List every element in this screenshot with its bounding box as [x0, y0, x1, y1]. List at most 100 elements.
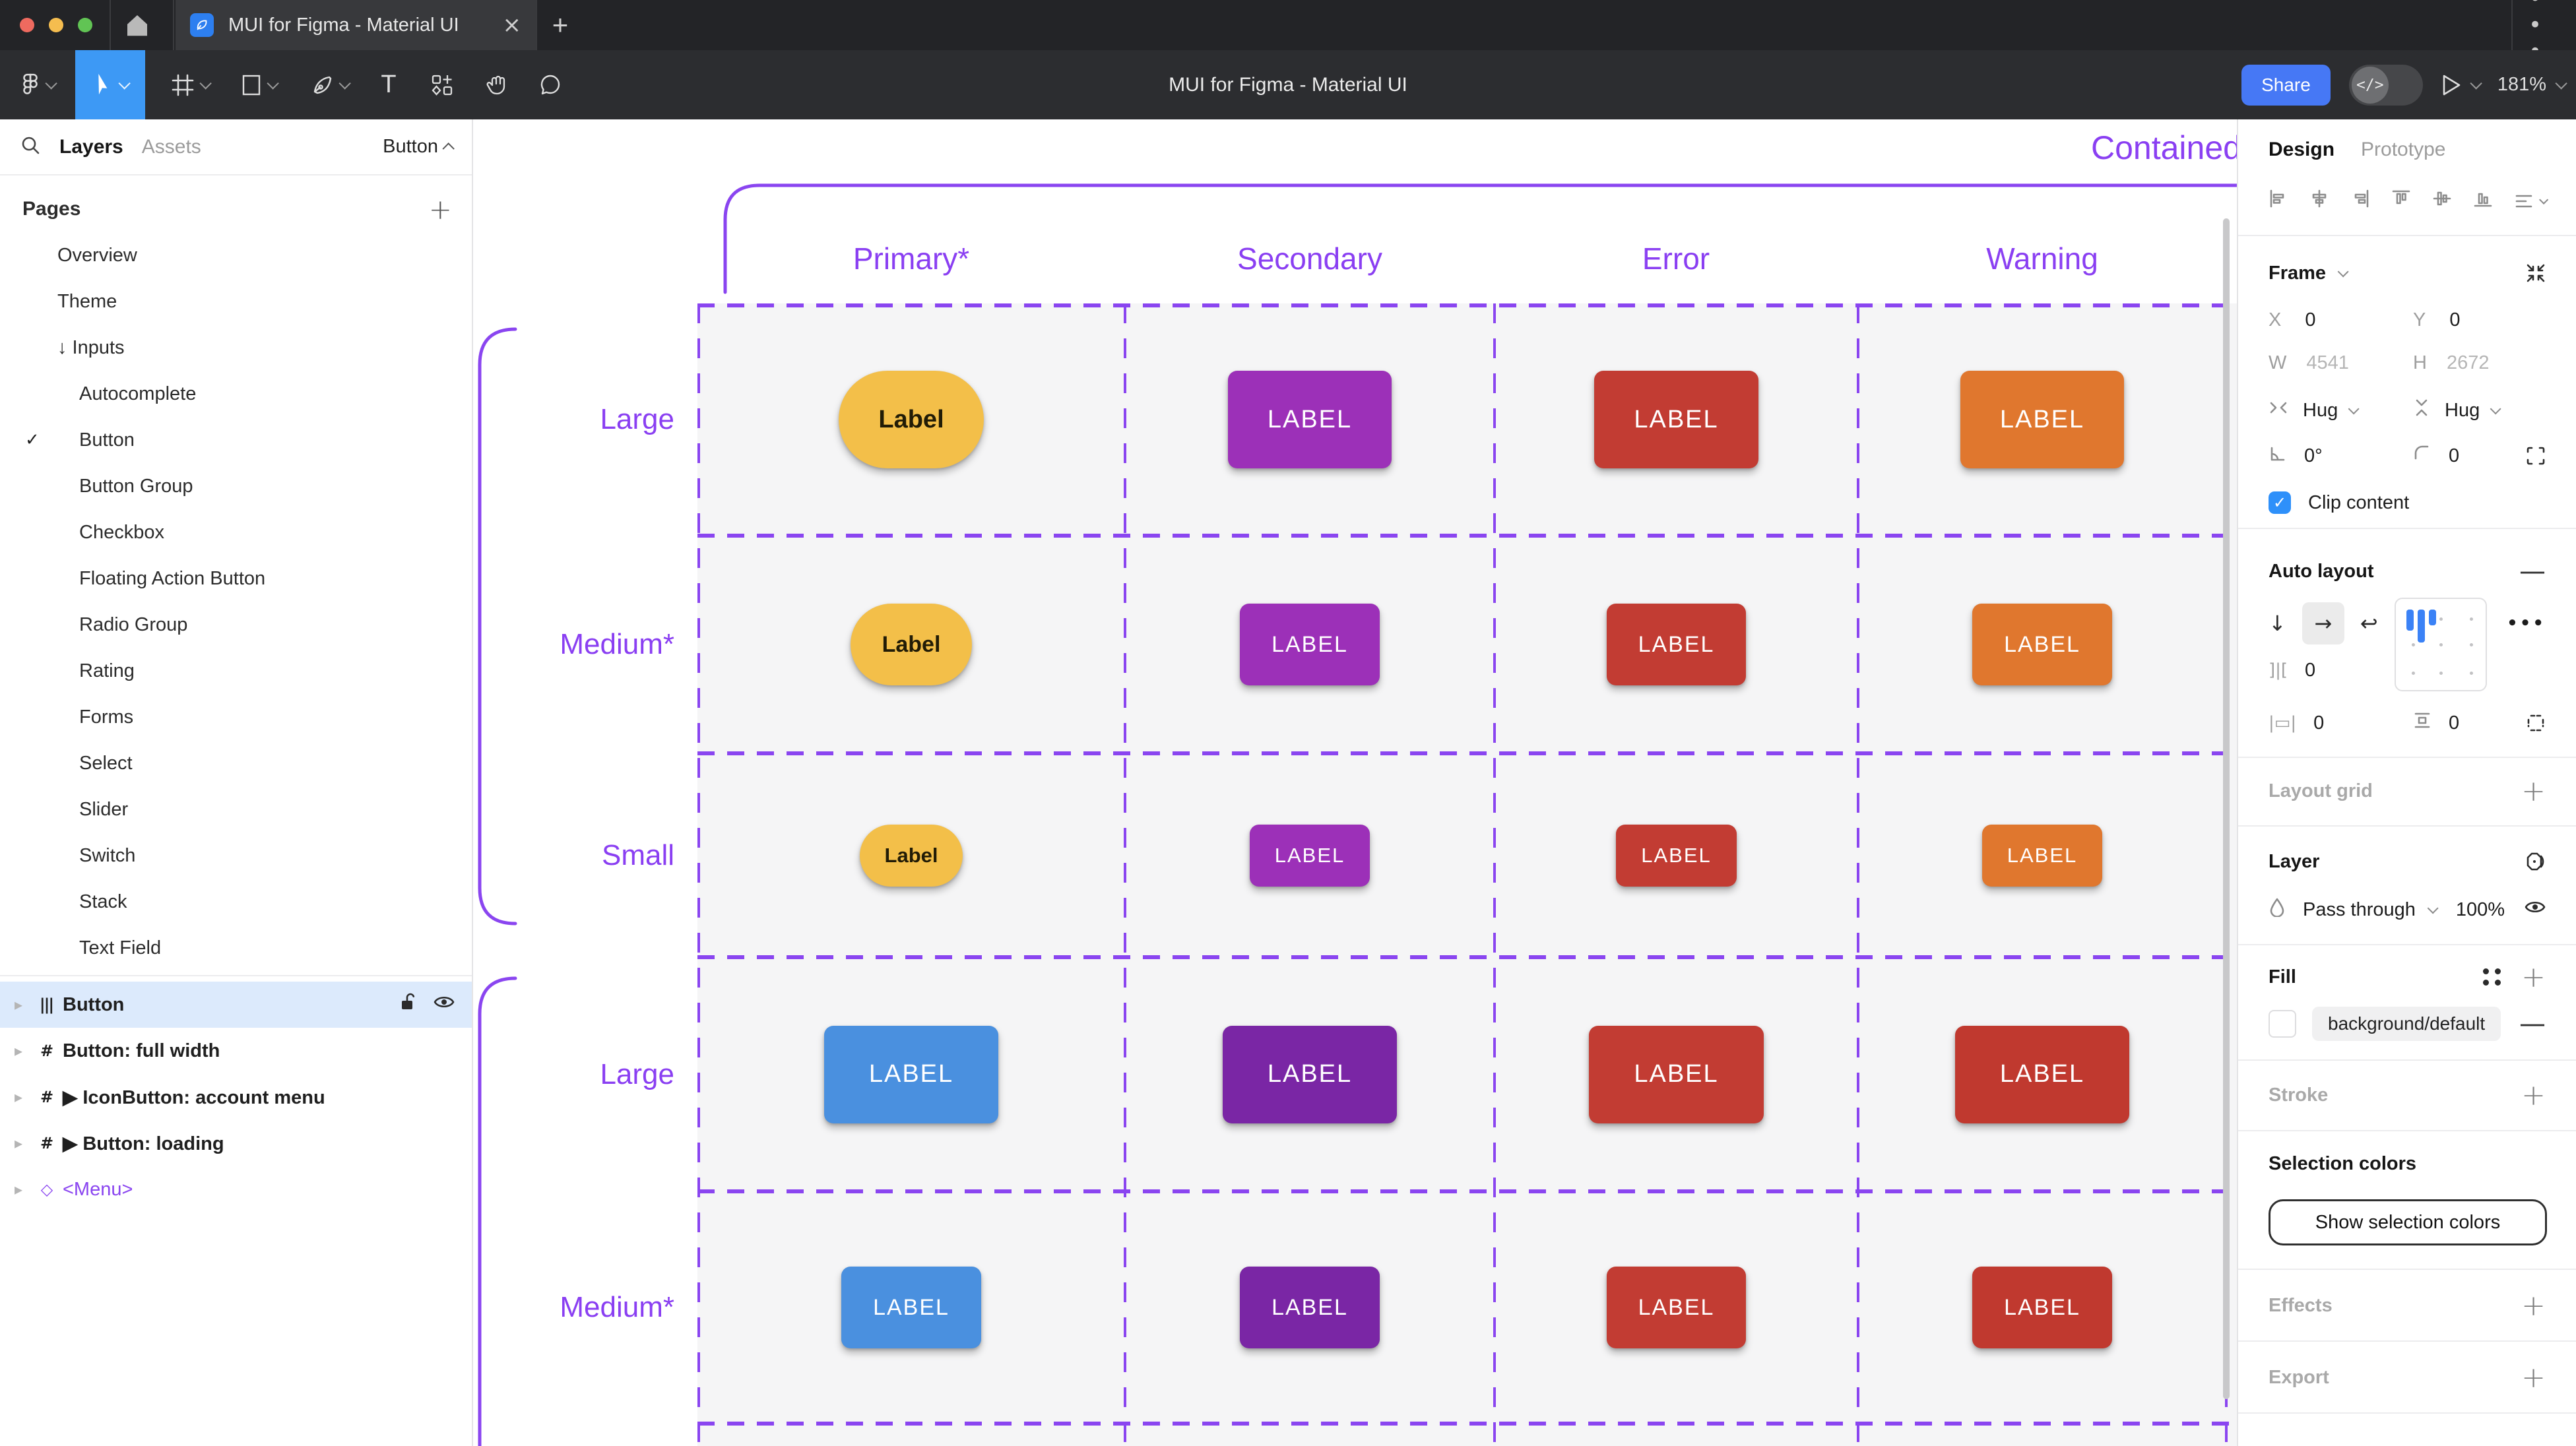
text-tool-button[interactable]: T: [381, 71, 397, 98]
fill-style-chip[interactable]: background/default: [2312, 1007, 2501, 1041]
overflow-menu-icon[interactable]: • • •: [2528, 0, 2546, 65]
comment-tool-button[interactable]: [525, 50, 575, 119]
expand-caret-icon[interactable]: ▸: [15, 1088, 23, 1106]
chevron-down-icon[interactable]: [2337, 266, 2349, 278]
frame-name-label[interactable]: Contained: [2091, 129, 2237, 166]
button-component[interactable]: LABEL: [1981, 824, 2103, 887]
blend-mode-dropdown[interactable]: Pass through: [2303, 898, 2416, 920]
layer-row[interactable]: ▸ # ▶ IconButton: account menu: [0, 1074, 472, 1120]
page-item[interactable]: ✓ Button: [0, 417, 472, 463]
button-component[interactable]: Label: [859, 824, 963, 887]
layout-wrap-icon[interactable]: ↩: [2360, 611, 2378, 636]
button-component[interactable]: LABEL: [1240, 604, 1380, 685]
page-item[interactable]: Autocomplete: [0, 371, 472, 417]
page-item[interactable]: Slider: [0, 786, 472, 833]
page-item[interactable]: Select: [0, 740, 472, 786]
pen-tool-button[interactable]: [296, 50, 362, 119]
expand-caret-icon[interactable]: ▸: [15, 1180, 23, 1199]
resources-tool-button[interactable]: [417, 50, 467, 119]
fill-color-swatch[interactable]: [2269, 1010, 2296, 1038]
button-component[interactable]: LABEL: [1606, 1267, 1747, 1348]
align-bottom-icon[interactable]: [2473, 189, 2493, 214]
width-input[interactable]: 4541: [2306, 352, 2349, 373]
button-component[interactable]: LABEL: [823, 1025, 999, 1123]
independent-padding-icon[interactable]: [2526, 713, 2546, 733]
horizontal-padding-input[interactable]: 0: [2313, 712, 2325, 734]
add-layout-grid-button[interactable]: +: [2521, 774, 2546, 808]
align-left-icon[interactable]: [2269, 189, 2288, 214]
page-item[interactable]: Checkbox: [0, 509, 472, 555]
button-component[interactable]: LABEL: [1954, 1025, 2130, 1123]
visibility-eye-icon[interactable]: [434, 993, 455, 1016]
clip-content-checkbox[interactable]: ✓: [2269, 491, 2291, 514]
present-button[interactable]: [2441, 74, 2482, 96]
button-component[interactable]: LABEL: [1972, 604, 2112, 685]
tab-design[interactable]: Design: [2269, 139, 2335, 160]
button-component[interactable]: LABEL: [841, 1267, 981, 1348]
zoom-level-dropdown[interactable]: 181%: [2497, 74, 2567, 96]
tab-close-icon[interactable]: ×: [502, 12, 522, 38]
button-component[interactable]: LABEL: [1972, 1267, 2112, 1348]
expand-caret-icon[interactable]: ▸: [15, 1134, 23, 1152]
page-item[interactable]: Button Group: [0, 463, 472, 509]
layer-visibility-eye-icon[interactable]: [2525, 898, 2546, 921]
window-minimize-button[interactable]: [49, 18, 63, 32]
layout-vertical-icon[interactable]: ↓: [2269, 611, 2286, 636]
button-component[interactable]: LABEL: [1589, 1025, 1764, 1123]
alignment-widget[interactable]: [2395, 598, 2487, 691]
tab-assets[interactable]: Assets: [141, 135, 201, 158]
page-item[interactable]: Forms: [0, 694, 472, 740]
button-component[interactable]: LABEL: [1222, 1025, 1398, 1123]
item-spacing-input[interactable]: 0: [2305, 659, 2316, 681]
layer-row[interactable]: ▸ # Button: full width: [0, 1028, 472, 1074]
main-menu-button[interactable]: [9, 50, 66, 119]
opacity-input[interactable]: 100%: [2455, 898, 2505, 920]
home-icon[interactable]: [123, 12, 152, 38]
horizontal-resizing-dropdown[interactable]: Hug: [2303, 399, 2338, 421]
frame-tool-button[interactable]: [158, 50, 222, 119]
canvas-scrollbar[interactable]: [2223, 218, 2230, 1399]
add-effect-button[interactable]: +: [2521, 1288, 2546, 1323]
align-h-center-icon[interactable]: [2309, 189, 2329, 214]
page-selector[interactable]: Button: [383, 136, 455, 158]
move-tool-button[interactable]: [75, 50, 145, 119]
button-component[interactable]: LABEL: [1249, 824, 1370, 887]
share-button[interactable]: Share: [2241, 64, 2331, 106]
auto-layout-more-icon[interactable]: •••: [2507, 613, 2546, 633]
shape-tool-button[interactable]: [227, 50, 290, 119]
independent-corners-icon[interactable]: [2526, 446, 2546, 466]
collapse-panel-icon[interactable]: [2526, 263, 2546, 283]
button-component[interactable]: LABEL: [1594, 371, 1758, 468]
button-component[interactable]: LABEL: [1227, 371, 1392, 468]
y-input[interactable]: 0: [2449, 309, 2461, 330]
layout-horizontal-selected[interactable]: →: [2302, 602, 2344, 644]
new-tab-button[interactable]: +: [552, 9, 569, 40]
page-item[interactable]: Radio Group: [0, 602, 472, 648]
unlock-icon[interactable]: [398, 992, 416, 1017]
button-component[interactable]: LABEL: [1240, 1267, 1380, 1348]
button-component[interactable]: LABEL: [1616, 824, 1737, 887]
tab-layers[interactable]: Layers: [59, 135, 123, 158]
page-item[interactable]: Switch: [0, 833, 472, 879]
page-item[interactable]: Rating: [0, 648, 472, 694]
window-zoom-button[interactable]: [78, 18, 92, 32]
search-icon[interactable]: [20, 135, 41, 159]
blend-mode-icon[interactable]: [2525, 852, 2546, 871]
page-item[interactable]: Theme: [0, 278, 472, 325]
selection-type-label[interactable]: Frame: [2269, 262, 2327, 284]
fill-styles-icon[interactable]: [2483, 968, 2501, 986]
window-close-button[interactable]: [20, 18, 34, 32]
button-component[interactable]: Label: [839, 371, 984, 468]
layer-row[interactable]: ▸ ◇ <Menu>: [0, 1166, 472, 1212]
add-page-button[interactable]: +: [428, 193, 452, 226]
hand-tool-button[interactable]: [472, 50, 523, 119]
document-tab[interactable]: MUI for Figma - Material UI ×: [176, 0, 536, 50]
expand-caret-icon[interactable]: ▸: [15, 1042, 23, 1060]
button-component[interactable]: Label: [850, 604, 973, 685]
align-right-icon[interactable]: [2350, 189, 2370, 214]
align-top-icon[interactable]: [2391, 189, 2411, 214]
layer-row[interactable]: ▸ ||| Button: [0, 982, 472, 1028]
x-input[interactable]: 0: [2305, 309, 2316, 330]
corner-radius-input[interactable]: 0: [2449, 445, 2460, 466]
show-selection-colors-button[interactable]: Show selection colors: [2269, 1199, 2547, 1245]
